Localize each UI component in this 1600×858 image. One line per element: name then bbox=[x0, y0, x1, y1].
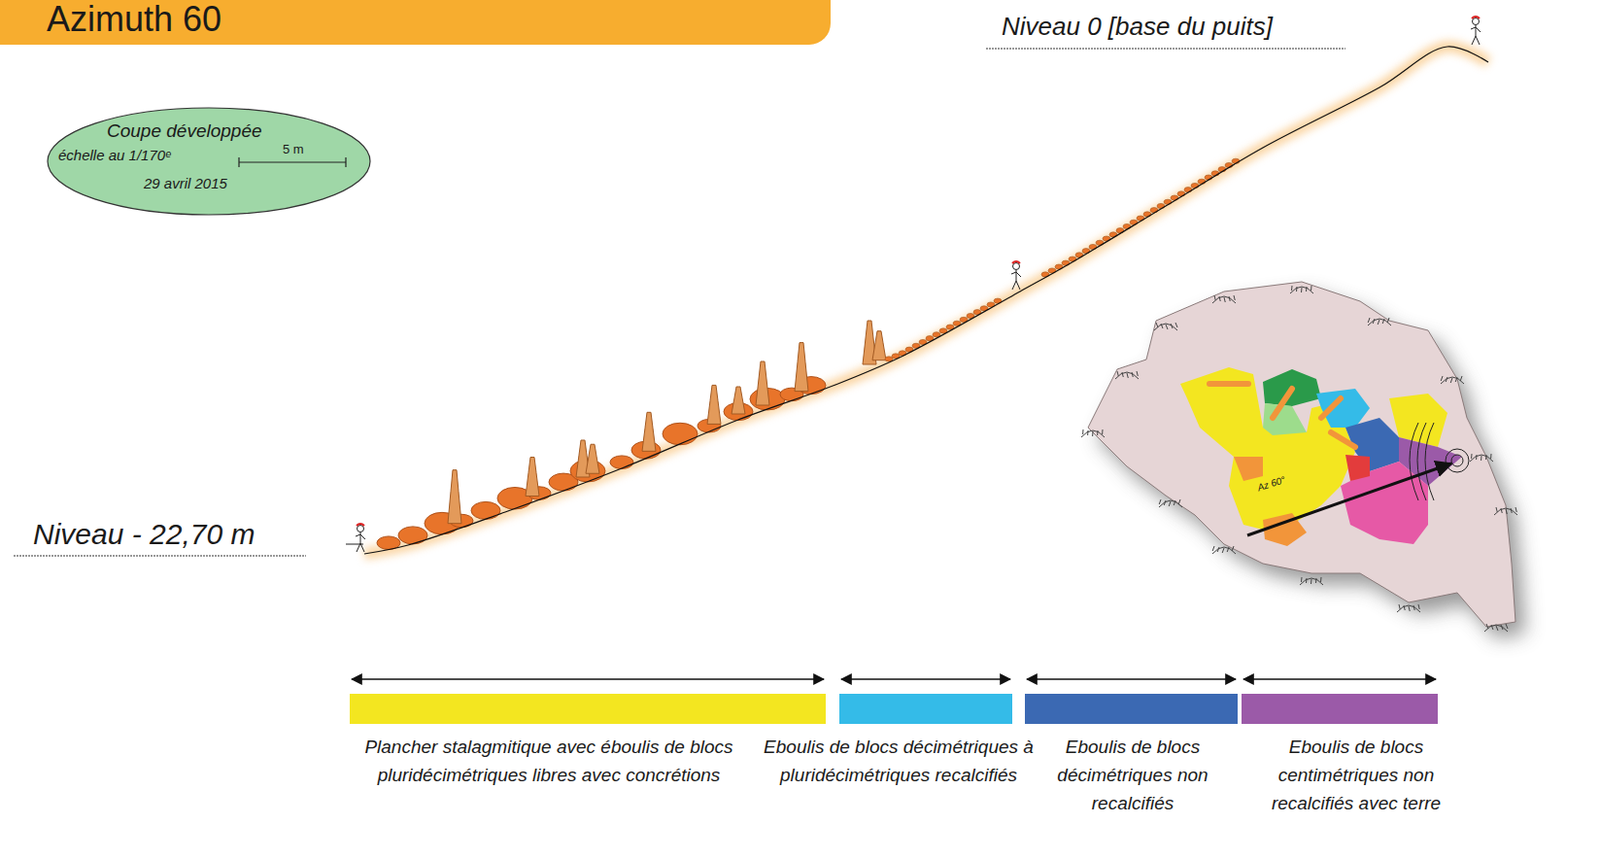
legend-arrows bbox=[351, 679, 1436, 681]
legend-bar bbox=[839, 693, 1013, 724]
level-label: Niveau - 22,70 m bbox=[33, 517, 255, 551]
level-line bbox=[986, 48, 1346, 50]
slope-profile bbox=[345, 16, 1489, 554]
scale-text: échelle au 1/170ᵉ bbox=[58, 146, 171, 164]
title-banner bbox=[0, 0, 831, 45]
scale-text: Coupe développée bbox=[106, 120, 263, 142]
scale-text: 29 avril 2015 bbox=[143, 174, 228, 192]
legend-bar bbox=[1241, 693, 1438, 724]
legend-bar bbox=[349, 693, 826, 724]
scale-text: 5 m bbox=[282, 141, 305, 157]
level-label: Niveau 0 [base du puits] bbox=[1001, 11, 1273, 42]
legend-text: Eboulis de blocs centimétriques non reca… bbox=[1241, 732, 1471, 818]
scale-ellipse: Coupe développée échelle au 1/170ᵉ 5 m 29 a… bbox=[46, 106, 372, 216]
plan-inset bbox=[1081, 281, 1526, 639]
legend-text: Plancher stalagmitique avec éboulis de b… bbox=[320, 732, 778, 789]
legend-text: Eboulis de blocs décimétriques à pluridé… bbox=[758, 732, 1039, 789]
title: Azimuth 60 bbox=[46, 0, 222, 39]
legend-text: Eboulis de blocs décimétriques non recal… bbox=[1040, 732, 1226, 818]
legend-bar bbox=[1024, 693, 1238, 724]
level-line bbox=[13, 555, 307, 557]
